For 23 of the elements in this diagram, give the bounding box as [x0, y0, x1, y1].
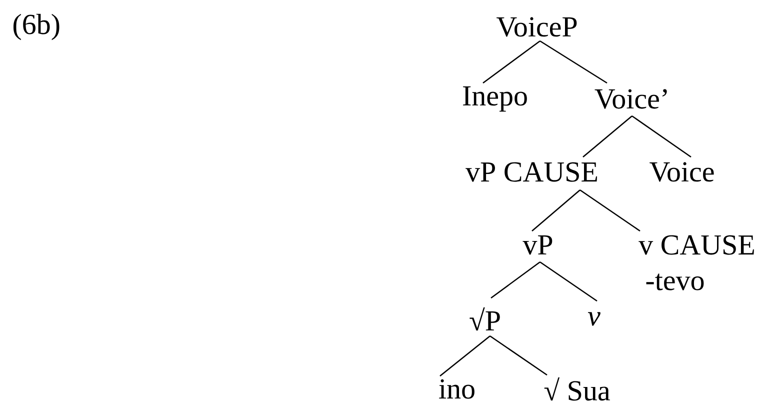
tree-branch — [532, 190, 580, 232]
tree-branch — [482, 40, 540, 84]
tree-label: Voice — [650, 162, 714, 182]
tree-label: ino — [439, 379, 474, 399]
tree-label: Voice’ — [594, 89, 667, 109]
tree-label: v CAUSE — [638, 235, 754, 255]
tree-label: √ Sua — [544, 377, 610, 401]
tree-label: Inepo — [463, 86, 527, 112]
tree-branch — [580, 189, 640, 232]
tree-label: vP — [522, 235, 552, 255]
tree-label: v — [588, 312, 600, 326]
example-number: (6b) — [13, 14, 60, 40]
tree-branch — [632, 115, 692, 158]
tree-label: -tevo — [646, 274, 704, 290]
tree-branch — [490, 335, 548, 376]
tree-label: √P — [470, 307, 500, 331]
tree-branch — [440, 335, 490, 376]
tree-label: VoiceP — [496, 17, 577, 37]
tree-branch — [490, 261, 540, 298]
tree-branch — [582, 116, 632, 158]
tree-label: vP CAUSE — [466, 162, 597, 182]
tree-branch — [540, 261, 598, 302]
tree-branch — [540, 40, 608, 84]
